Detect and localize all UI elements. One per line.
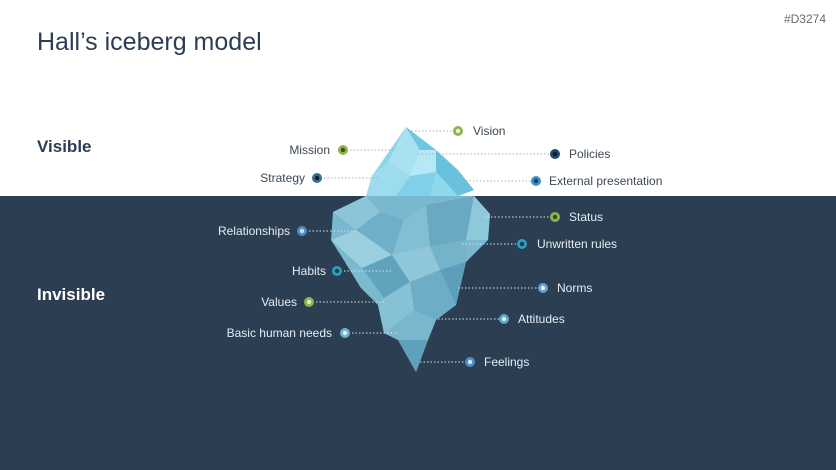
label-unwritten-rules: Unwritten rules (537, 237, 618, 251)
label-policies: Policies (569, 147, 611, 161)
slide-code: #D3274 (783, 12, 826, 26)
iceberg-visible-part (366, 127, 474, 196)
label-basic-human-needs: Basic human needs (226, 326, 332, 340)
iceberg-submerged-part (331, 196, 490, 372)
markers (297, 126, 560, 367)
label-feelings: Feelings (484, 355, 530, 369)
label-mission: Mission (289, 143, 330, 157)
label-vision: Vision (473, 124, 506, 138)
label-habits: Habits (291, 264, 326, 278)
label-relationships: Relationships (217, 224, 290, 238)
label-external-presentation: External presentation (549, 174, 663, 188)
label-attitudes: Attitudes (518, 312, 565, 326)
slide-title: Hall’s iceberg model (37, 28, 262, 56)
zone-label-visible: Visible (37, 137, 92, 156)
label-norms: Norms (557, 281, 593, 295)
label-strategy: Strategy (260, 171, 305, 185)
zone-label-invisible: Invisible (37, 285, 106, 304)
label-status: Status (569, 210, 604, 224)
label-values: Values (261, 295, 297, 309)
connector-lines (302, 130, 555, 363)
